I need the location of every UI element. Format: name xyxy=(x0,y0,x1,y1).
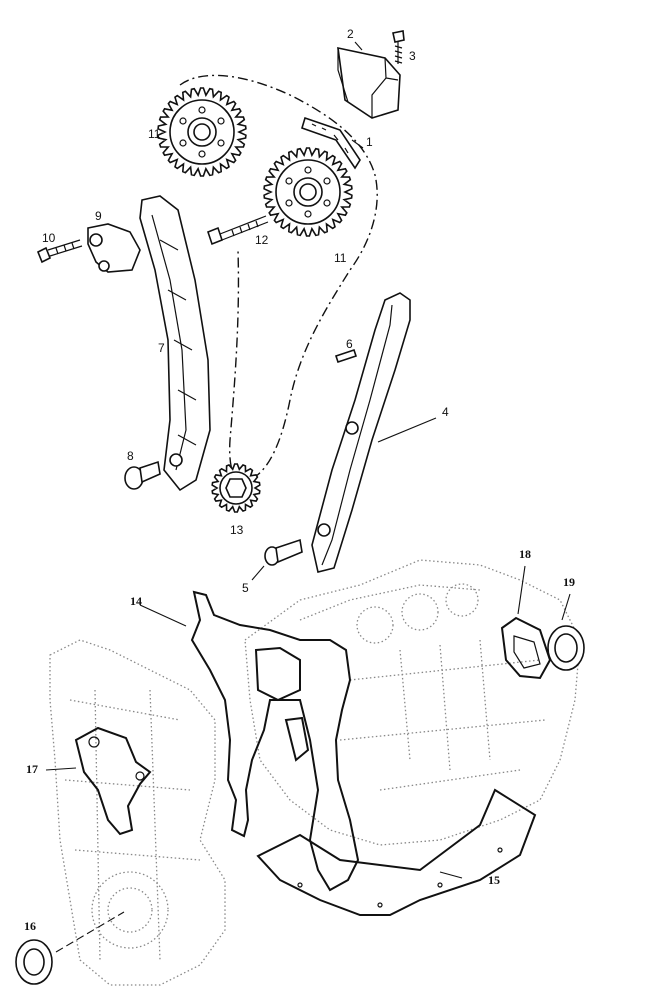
rail-pivot-bolt xyxy=(124,460,161,490)
callout-19: 19 xyxy=(563,575,575,589)
callout-17: 17 xyxy=(26,762,38,776)
callout-14: 14 xyxy=(130,594,142,608)
callout-3: 3 xyxy=(409,49,416,63)
crankshaft-sprocket xyxy=(211,463,261,513)
callout-16: 16 xyxy=(24,919,36,933)
front-cover-ghost xyxy=(49,639,226,986)
front-cover-gasket xyxy=(190,590,360,892)
callout-7: 7 xyxy=(158,341,165,355)
chain-guide-rail xyxy=(311,292,411,573)
camshaft-sprocket-intake xyxy=(157,87,247,177)
front-oil-seal xyxy=(15,939,53,985)
water-pump-gasket xyxy=(74,726,152,836)
callout-15: 15 xyxy=(488,873,500,887)
callout-12: 12 xyxy=(255,233,269,247)
callout-11-exhaust: 11 xyxy=(334,251,347,265)
callout-labels: 1 2 3 4 5 6 7 8 9 10 11 11 12 13 14 15 1… xyxy=(24,27,575,933)
callout-10: 10 xyxy=(42,231,56,245)
rear-oil-seal xyxy=(547,625,585,671)
leader-lines xyxy=(45,41,571,953)
guide-rail-bolt xyxy=(264,538,303,566)
hydraulic-chain-tensioner xyxy=(87,223,141,273)
crankshaft-rear-seal-housing xyxy=(500,616,552,680)
callout-1: 1 xyxy=(366,135,373,149)
tensioner-bolt xyxy=(392,30,405,64)
tensioner-mounting-bolt xyxy=(36,239,83,264)
guide-dowel-pin xyxy=(334,348,358,364)
callout-8: 8 xyxy=(127,449,134,463)
chain-tensioner-block xyxy=(337,46,401,119)
engine-block-ghost xyxy=(244,559,581,846)
camshaft-sprocket-exhaust xyxy=(263,147,353,237)
callout-6: 6 xyxy=(346,337,353,351)
callout-5: 5 xyxy=(242,581,249,595)
callout-11-intake: 11 xyxy=(148,127,161,141)
timing-chain-path xyxy=(179,74,378,483)
callout-2: 2 xyxy=(347,27,354,41)
chain-tensioner-rail xyxy=(139,195,211,492)
oil-pan-gasket xyxy=(256,788,537,916)
callout-4: 4 xyxy=(442,405,449,419)
callout-18: 18 xyxy=(519,547,531,561)
timing-chain-segment xyxy=(301,116,361,170)
sprocket-bolt xyxy=(207,215,269,246)
callout-9: 9 xyxy=(95,209,102,223)
callout-13: 13 xyxy=(230,523,244,537)
